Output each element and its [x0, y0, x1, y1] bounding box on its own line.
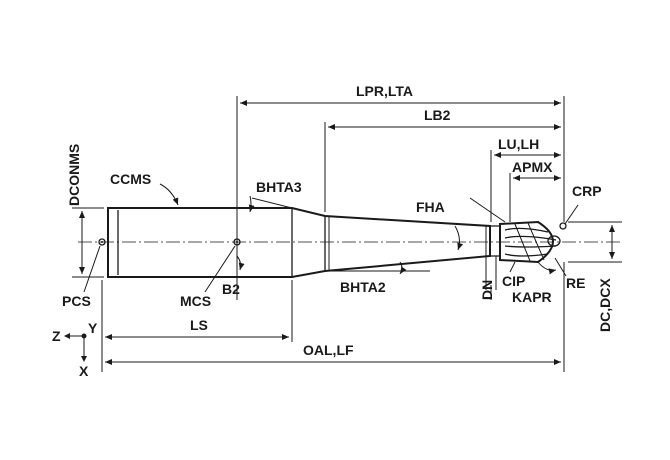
label-dconms: DCONMS [66, 144, 82, 206]
label-ccms: CCMS [110, 171, 151, 187]
crp-point [559, 222, 567, 230]
label-lu-lh: LU,LH [498, 136, 539, 152]
label-axis-y: Y [88, 320, 98, 336]
pcs-point [98, 238, 106, 246]
label-mcs: MCS [180, 293, 211, 309]
label-lpr-lta: LPR,LTA [356, 83, 413, 99]
label-cip: CIP [502, 273, 525, 289]
label-kapr: KAPR [512, 289, 552, 305]
label-bhta2: BHTA2 [340, 279, 386, 295]
label-crp: CRP [572, 183, 602, 199]
label-dn: DN [479, 280, 495, 300]
label-axis-z: Z [52, 328, 61, 344]
label-pcs: PCS [62, 293, 91, 309]
label-oal-lf: OAL,LF [303, 342, 354, 358]
angle-arcs [83, 183, 579, 293]
label-ls: LS [190, 317, 208, 333]
extension-lines [72, 96, 622, 372]
coordinate-axes [64, 333, 87, 362]
label-re: RE [566, 275, 585, 291]
label-bhta3: BHTA3 [256, 179, 302, 195]
tool-body [107, 207, 501, 278]
label-lb2: LB2 [424, 107, 451, 123]
label-b2: B2 [222, 281, 240, 297]
label-axis-x: X [79, 363, 89, 379]
label-apmx: APMX [512, 159, 553, 175]
dimension-lines [79, 100, 615, 365]
label-fha: FHA [416, 199, 445, 215]
label-dc-dcx: DC,DCX [597, 278, 613, 332]
